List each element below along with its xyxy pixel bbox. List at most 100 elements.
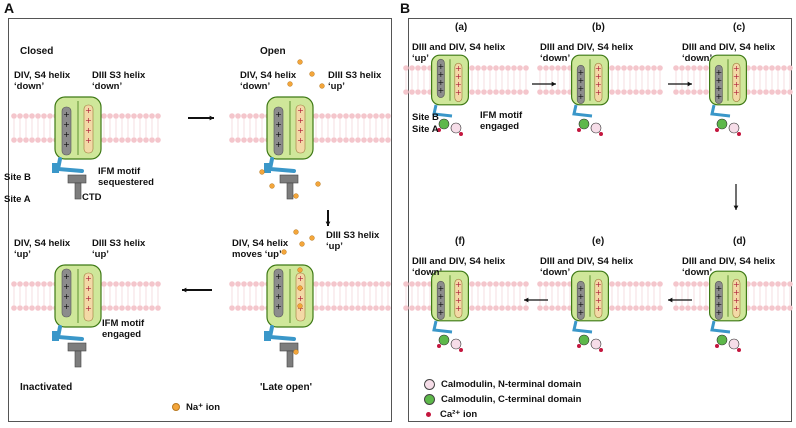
b-a-channel-cam-n bbox=[450, 122, 462, 134]
open-membrane-lipid bbox=[379, 137, 385, 143]
b-e-channel-plus: + bbox=[577, 292, 584, 301]
b-row1-a-membrane-lipid bbox=[409, 65, 415, 71]
b-f-channel-ca-ion bbox=[437, 344, 441, 348]
b-row1-a-membrane-lipid bbox=[511, 89, 517, 95]
panel-a-label: A bbox=[4, 0, 15, 16]
na-ion bbox=[297, 267, 303, 273]
b-b-channel-cam-c bbox=[578, 118, 590, 130]
open-div-s4-label: DIV, S4 helix‘down’ bbox=[240, 70, 297, 92]
closed-channel-plus: + bbox=[85, 116, 92, 125]
b-row2-d-membrane-lipid bbox=[673, 305, 679, 311]
sub-d: (d) bbox=[733, 236, 746, 247]
late-membrane-lipid bbox=[325, 305, 331, 311]
late-membrane-lipid bbox=[319, 305, 325, 311]
legend-cam-n: Calmodulin, N-terminal domain bbox=[424, 379, 581, 390]
b-row1-a-membrane-lipid bbox=[403, 89, 409, 95]
b-row1-c-membrane-lipid bbox=[703, 89, 709, 95]
late-channel-s3-helix bbox=[295, 272, 306, 322]
open-channel-plus: + bbox=[297, 116, 304, 125]
panel-b-label: B bbox=[400, 0, 411, 16]
b-b-channel-ca-ion bbox=[577, 128, 581, 132]
b-row1-a-membrane-lipid bbox=[481, 65, 487, 71]
b-row1-c-membrane-lipid bbox=[673, 89, 679, 95]
flow-arrow-head bbox=[209, 115, 214, 121]
closed-channel-plus: + bbox=[85, 136, 92, 145]
open-channel-s4-helix bbox=[273, 106, 284, 156]
open-membrane-lipid bbox=[247, 113, 253, 119]
closed-membrane-lipid bbox=[23, 137, 29, 143]
inact-membrane-lipid bbox=[137, 305, 143, 311]
inact-channel-plus: + bbox=[63, 292, 70, 301]
na-ion-icon bbox=[172, 403, 180, 412]
b-site-a-label: Site A bbox=[412, 124, 439, 135]
closed-membrane-lipid bbox=[107, 113, 113, 119]
late-membrane-lipid bbox=[253, 281, 259, 287]
closed-channel-ctd-stalk bbox=[74, 182, 82, 200]
b-e-channel-ca-ion bbox=[577, 344, 581, 348]
b-row2-d-membrane-lipid bbox=[703, 281, 709, 287]
b-e-title: DIII and DIV, S4 helix‘down’ bbox=[540, 256, 634, 278]
closed-channel-ctd-top bbox=[67, 174, 87, 184]
b-row2-f-membrane-lipid bbox=[505, 305, 511, 311]
b-row2-f-membrane-lipid bbox=[511, 305, 517, 311]
b-e-channel-plus: + bbox=[595, 304, 602, 313]
late-membrane-lipid bbox=[379, 305, 385, 311]
b-row1-b-membrane-lipid bbox=[555, 65, 561, 71]
inact-membrane-lipid bbox=[119, 305, 125, 311]
b-a-channel-ca-ion bbox=[459, 132, 463, 136]
b-row2-f-membrane-lipid bbox=[511, 281, 517, 287]
b-e-channel-plus: + bbox=[595, 288, 602, 297]
closed-membrane-lipid bbox=[143, 113, 149, 119]
late-membrane-lipid bbox=[385, 305, 391, 311]
na-ion bbox=[269, 183, 275, 189]
late-membrane-lipid bbox=[355, 305, 361, 311]
b-row1-b-membrane-lipid bbox=[627, 89, 633, 95]
b-e-channel-cam-n bbox=[590, 338, 602, 350]
b-row1-a-membrane-lipid bbox=[487, 65, 493, 71]
closed-membrane-lipid bbox=[17, 113, 23, 119]
open-membrane-lipid bbox=[385, 137, 391, 143]
b-row1-b-membrane-lipid bbox=[543, 65, 549, 71]
b-row2-e-membrane-lipid bbox=[627, 281, 633, 287]
inact-channel-ifm-linker bbox=[55, 325, 84, 341]
inact-membrane-lipid bbox=[41, 305, 47, 311]
b-c-channel-plus: + bbox=[715, 68, 722, 77]
inact-channel-plus: + bbox=[85, 294, 92, 303]
b-row1-b-membrane-lipid bbox=[645, 65, 651, 71]
b-row1-a-membrane-lipid bbox=[469, 65, 475, 71]
open-membrane-lipid bbox=[343, 137, 349, 143]
b-row1-a-membrane-lipid bbox=[403, 65, 409, 71]
open-membrane-lipid bbox=[361, 137, 367, 143]
b-c-channel-s3-helix bbox=[732, 62, 741, 102]
b-row2-e-membrane-lipid bbox=[549, 305, 555, 311]
b-row2-f-membrane-lipid bbox=[505, 281, 511, 287]
b-b-channel-plus: + bbox=[577, 68, 584, 77]
b-row2-f-membrane-lipid bbox=[487, 281, 493, 287]
inact-channel-s3-helix bbox=[83, 272, 94, 322]
b-a-channel-plus: + bbox=[455, 80, 462, 89]
flow-arrow-head bbox=[733, 205, 739, 210]
open-membrane-lipid bbox=[355, 113, 361, 119]
b-d-channel-plus: + bbox=[733, 304, 740, 313]
late-channel-ifm-linker bbox=[267, 325, 296, 341]
closed-div-s4-label: DIV, S4 helix‘down’ bbox=[14, 70, 71, 92]
flow-arrow-head bbox=[325, 221, 331, 226]
open-membrane-lipid bbox=[343, 113, 349, 119]
inact-channel-plus: + bbox=[85, 304, 92, 313]
b-row1-c-membrane-lipid bbox=[697, 89, 703, 95]
b-c-channel-cam-n bbox=[728, 122, 740, 134]
late-membrane-lipid bbox=[343, 305, 349, 311]
b-row1-a-membrane-lipid bbox=[475, 65, 481, 71]
b-row1-b-membrane-lipid bbox=[615, 65, 621, 71]
b-row2-f-membrane-lipid bbox=[475, 281, 481, 287]
b-row2-d-membrane-lipid bbox=[775, 305, 781, 311]
b-row1-a-membrane-lipid bbox=[505, 89, 511, 95]
b-row2-d-membrane-lipid bbox=[763, 281, 769, 287]
b-row2-e-membrane-lipid bbox=[609, 281, 615, 287]
b-d-channel-plus: + bbox=[715, 308, 722, 317]
b-row2-f-membrane-lipid bbox=[409, 305, 415, 311]
late-diii-s3-label: DIII S3 helix‘up’ bbox=[326, 230, 380, 252]
b-row2-f-membrane-lipid bbox=[415, 281, 421, 287]
legend-cam-c: Calmodulin, C-terminal domain bbox=[424, 394, 581, 405]
open-membrane-lipid bbox=[259, 113, 265, 119]
